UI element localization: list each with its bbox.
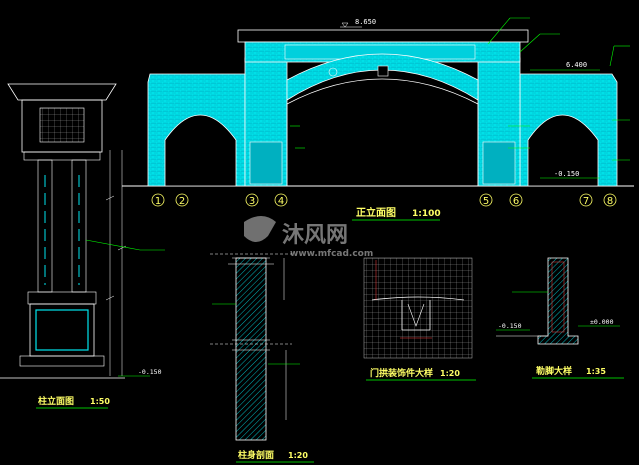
elevation-scale: 1:100 [412, 209, 441, 219]
axis-8: 8 [603, 193, 617, 207]
column-section-title: 柱身剖面 [238, 449, 274, 461]
column-section-scale: 1:20 [288, 451, 308, 460]
watermark-logo-icon [244, 216, 276, 242]
svg-text:3: 3 [249, 196, 255, 207]
axis-4: 4 [274, 193, 288, 207]
level-top-text: 8.650 [355, 18, 376, 26]
svg-text:4: 4 [278, 196, 284, 207]
level-column-ground: -0.150 [138, 368, 162, 376]
level-ground: -0.150 [540, 170, 600, 179]
level-right-text: 6.400 [566, 61, 587, 69]
elevation-title: 正立面图 [356, 206, 396, 219]
arch-detail-title: 门拱装饰件大样 [370, 367, 433, 379]
wall-detail-title: 勒脚大样 [536, 365, 572, 377]
svg-text:8: 8 [607, 196, 613, 207]
axis-bubbles: 1 2 3 4 5 6 7 8 [151, 193, 617, 207]
svg-text:5: 5 [483, 196, 489, 207]
level-top: 8.650 [340, 18, 376, 28]
svg-text:6: 6 [513, 196, 519, 207]
watermark: 沐风网 www.mfcad.com [244, 216, 373, 259]
wall-detail-scale: 1:35 [586, 367, 606, 376]
front-elevation: 8.650 6.400 -0.150 1 2 3 4 5 6 7 8 [122, 17, 634, 221]
level-wall-zero: ±0.000 [590, 318, 614, 326]
column-elevation: -0.150 柱立面图 1:50 [0, 83, 165, 409]
axis-7: 7 [579, 193, 593, 207]
axis-1: 1 [151, 193, 165, 207]
axis-3: 3 [245, 193, 259, 207]
level-ground-text: -0.150 [554, 170, 579, 178]
main-arch [286, 53, 479, 101]
wall-detail: ±0.000 -0.150 勒脚大样 1:35 [496, 257, 624, 379]
leader-lines [290, 17, 630, 161]
svg-text:7: 7 [583, 196, 589, 207]
watermark-brand: 沐风网 [282, 223, 348, 248]
level-wall-ground: -0.150 [498, 322, 522, 330]
svg-text:1: 1 [155, 196, 161, 207]
arch-detail-scale: 1:20 [440, 369, 460, 378]
axis-6: 6 [509, 193, 523, 207]
column-elevation-title: 柱立面图 [38, 395, 74, 407]
watermark-url: www.mfcad.com [290, 249, 373, 259]
axis-2: 2 [175, 193, 189, 207]
axis-5: 5 [479, 193, 493, 207]
column-elevation-scale: 1:50 [90, 397, 110, 406]
top-beam [237, 29, 529, 43]
svg-text:2: 2 [179, 196, 185, 207]
arch-detail: 门拱装饰件大样 1:20 [363, 257, 476, 381]
column-section: 柱身剖面 1:20 [210, 253, 314, 463]
level-right: 6.400 [530, 61, 600, 71]
